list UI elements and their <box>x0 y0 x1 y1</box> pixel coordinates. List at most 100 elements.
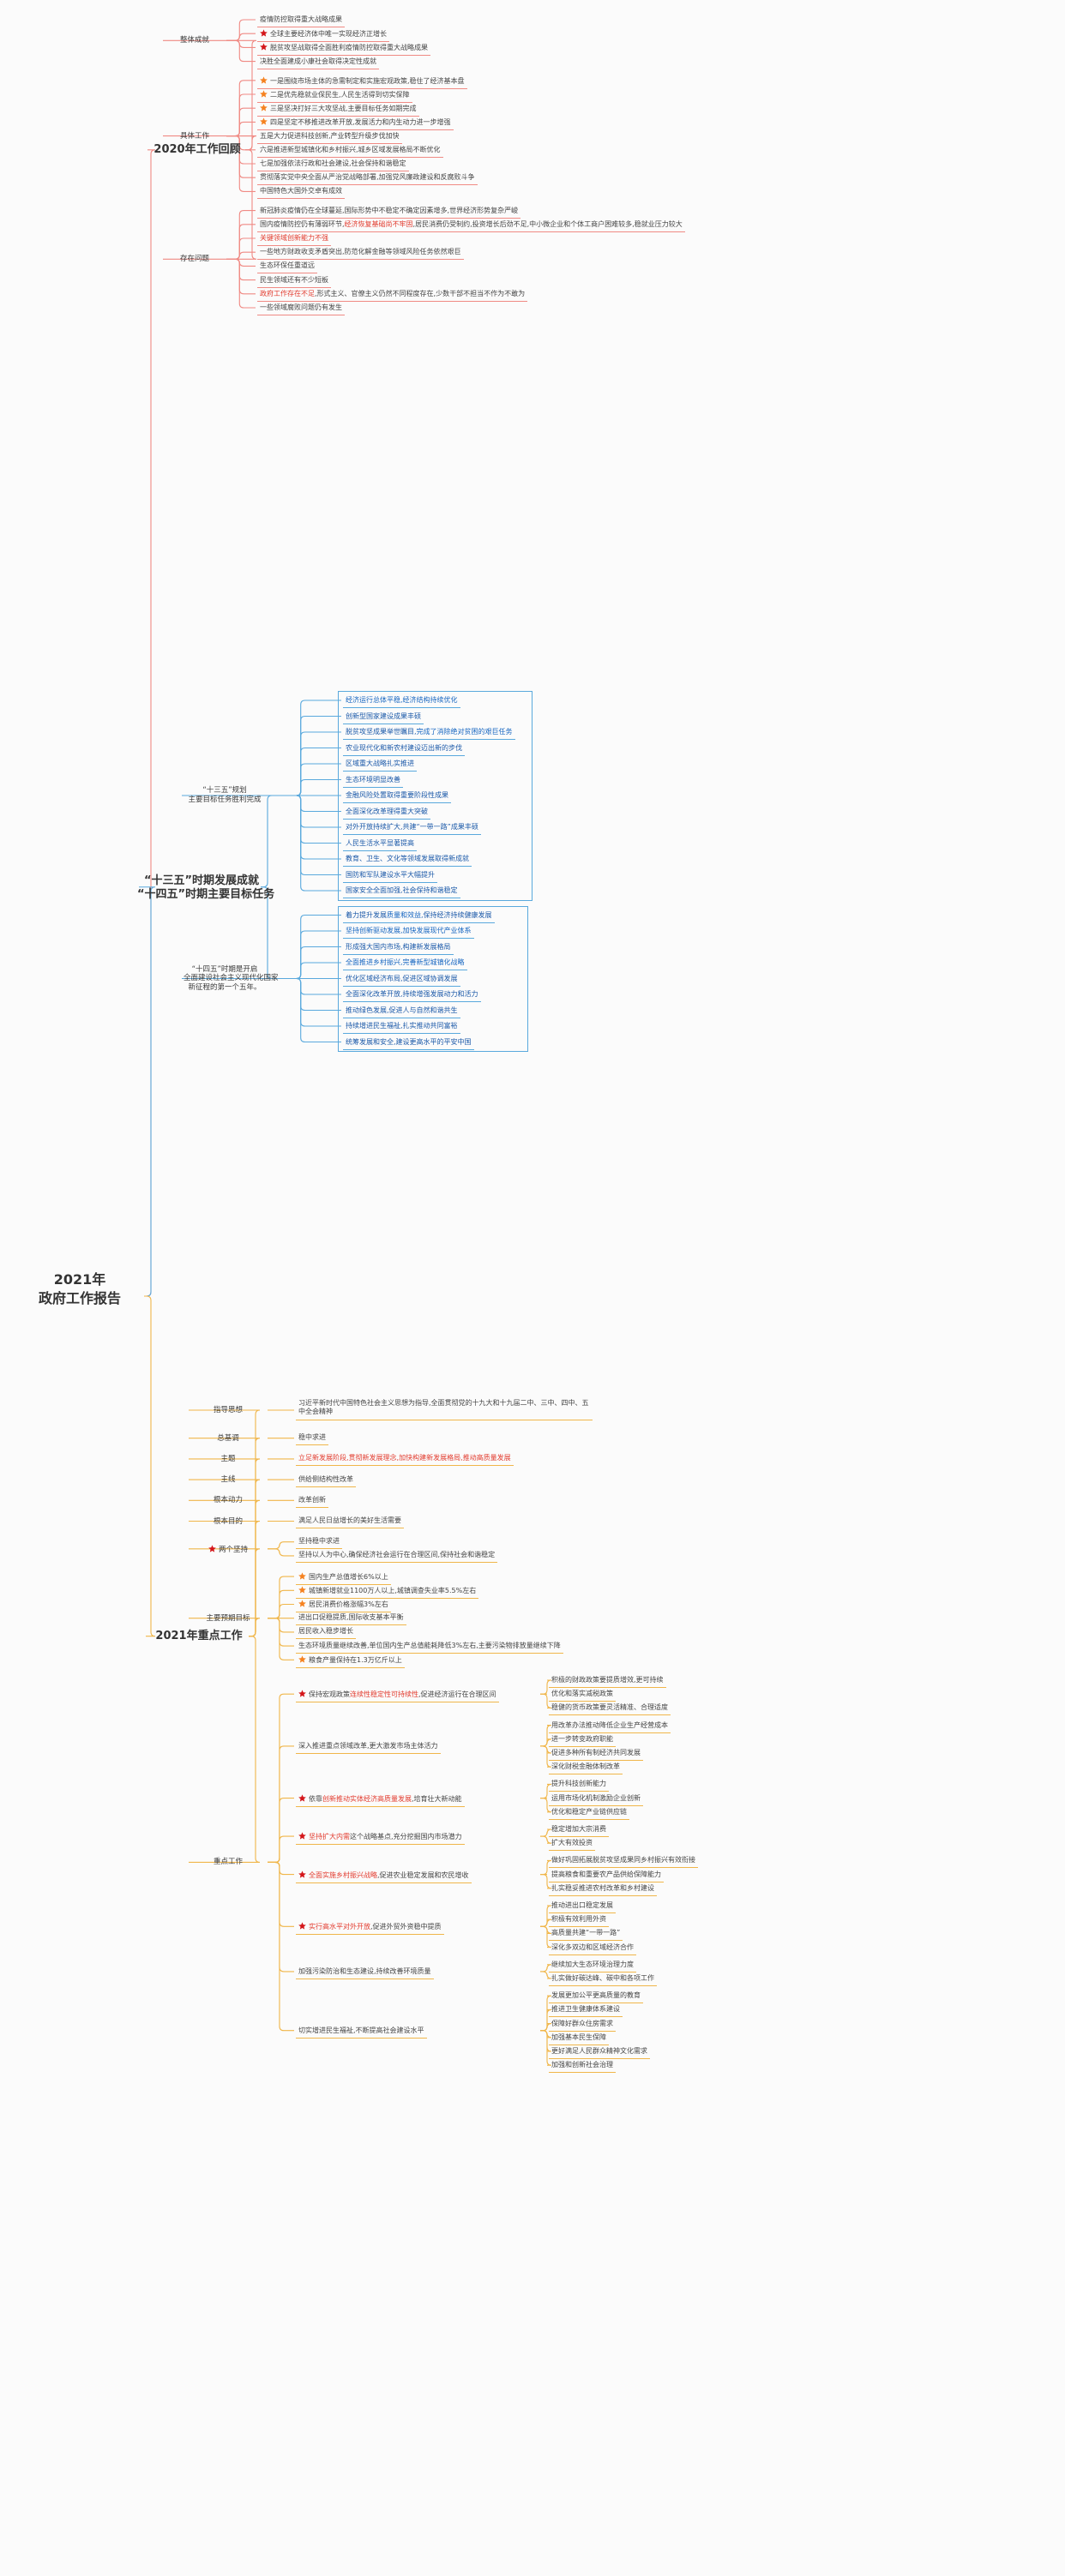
leaf-plans-0-9[interactable]: 人民生活水平显著提高 <box>343 838 417 851</box>
leaf-review2020-1-2[interactable]: 三是坚决打好三大攻坚战,主要目标任务如期完成 <box>257 102 419 117</box>
leaf-key2021-6-0[interactable]: 坚持稳中求进 <box>296 1535 342 1550</box>
leaf-plans-0-1[interactable]: 创新型国家建设成果丰硕 <box>343 711 424 724</box>
leaf-review2020-1-1[interactable]: 二是优先稳就业保民生,人民生活得到切实保障 <box>257 88 412 103</box>
leaf-review2020-2-7[interactable]: 一些领域腐败问题仍有发生 <box>257 302 345 315</box>
leaf-review2020-0-2[interactable]: 脱贫攻坚战取得全面胜利疫情防控取得重大战略成果 <box>257 41 430 57</box>
leaf-key2021-7-1[interactable]: 城镇新增就业1100万人以上,城镇调查失业率5.5%左右 <box>296 1584 479 1599</box>
subleaf-key2021-8-0-0[interactable]: 积极的财政政策要提质增效,更可持续 <box>549 1674 666 1688</box>
leaf-review2020-1-0[interactable]: 一是围绕市场主体的急需制定和实施宏观政策,稳住了经济基本盘 <box>257 75 467 89</box>
leaf-key2021-8-6[interactable]: 加强污染防治和生态建设,持续改善环境质量 <box>296 1966 434 1979</box>
leaf-key2021-5-0[interactable]: 满足人民日益增长的美好生活需要 <box>296 1515 404 1528</box>
group-label-plans-1[interactable]: “十四五”时期是开启全面建设社会主义现代化国家新征程的第一个五年。 <box>184 965 279 993</box>
leaf-plans-1-6[interactable]: 推动绿色发展,促进人与自然和谐共生 <box>343 1005 460 1018</box>
group-label-review2020-2[interactable]: 存在问题 <box>179 255 209 264</box>
leaf-plans-0-7[interactable]: 全面深化改革理得重大突破 <box>343 806 430 820</box>
branch-title-review2020[interactable]: 2020年工作回顾 <box>153 142 241 156</box>
leaf-review2020-1-4[interactable]: 五是大力促进科技创新,产业转型升级步伐加快 <box>257 130 402 144</box>
subleaf-key2021-8-4-0[interactable]: 做好巩固拓展脱贫攻坚成果同乡村振兴有效衔接 <box>549 1854 698 1869</box>
leaf-plans-0-0[interactable]: 经济运行总体平稳,经济结构持续优化 <box>343 694 460 708</box>
leaf-key2021-8-5[interactable]: 实行高水平对外开放,促进外贸外资稳中提质 <box>296 1920 444 1936</box>
leaf-plans-0-2[interactable]: 脱贫攻坚成果举世瞩目,完成了消除绝对贫困的艰巨任务 <box>343 726 515 740</box>
leaf-key2021-8-2[interactable]: 依靠创新推动实体经济高质量发展,培育壮大新动能 <box>296 1792 465 1807</box>
subleaf-key2021-8-1-1[interactable]: 进一步转变政府职能 <box>549 1733 616 1747</box>
leaf-plans-0-12[interactable]: 国家安全全面加强,社会保持和谐稳定 <box>343 885 460 898</box>
subleaf-key2021-8-1-2[interactable]: 促进多种所有制经济共同发展 <box>549 1747 643 1761</box>
subleaf-key2021-8-1-3[interactable]: 深化财税金融体制改革 <box>549 1761 623 1775</box>
subleaf-key2021-8-4-1[interactable]: 提高粮食和重要农产品供给保障能力 <box>549 1869 664 1882</box>
leaf-review2020-2-4[interactable]: 生态环保任重道远 <box>257 260 317 274</box>
leaf-key2021-4-0[interactable]: 改革创新 <box>296 1494 328 1508</box>
leaf-plans-0-3[interactable]: 农业现代化和新农村建设迈出新的步伐 <box>343 742 465 756</box>
leaf-plans-1-7[interactable]: 持续增进民生福祉,扎实推动共同富裕 <box>343 1020 460 1034</box>
leaf-review2020-2-6[interactable]: 政府工作存在不足,形式主义、官僚主义仍然不同程度存在,少数干部不担当不作为不敢为 <box>257 288 528 302</box>
leaf-plans-0-11[interactable]: 国防和军队建设水平大幅提升 <box>343 869 437 883</box>
subleaf-key2021-8-2-0[interactable]: 提升科技创新能力 <box>549 1778 609 1792</box>
leaf-key2021-8-4[interactable]: 全面实施乡村振兴战略,促进农业稳定发展和农民增收 <box>296 1869 472 1883</box>
leaf-plans-1-3[interactable]: 全面推进乡村振兴,完善新型城镇化战略 <box>343 957 467 970</box>
leaf-review2020-1-8[interactable]: 中国特色大国外交卓有成效 <box>257 185 345 200</box>
leaf-review2020-0-0[interactable]: 疫情防控取得重大战略成果 <box>257 14 345 27</box>
subleaf-key2021-8-3-0[interactable]: 稳定增加大宗消费 <box>549 1823 609 1837</box>
subleaf-key2021-8-0-1[interactable]: 优化和落实减税政策 <box>549 1688 616 1702</box>
leaf-key2021-7-2[interactable]: 居民消费价格涨幅3%左右 <box>296 1598 391 1612</box>
leaf-key2021-6-1[interactable]: 坚持以人为中心,确保经济社会运行在合理区间,保持社会和谐稳定 <box>296 1549 498 1564</box>
leaf-plans-1-8[interactable]: 统筹发展和安全,建设更高水平的平安中国 <box>343 1036 474 1050</box>
subleaf-key2021-8-2-1[interactable]: 运用市场化机制激励企业创新 <box>549 1792 643 1806</box>
group-label-review2020-0[interactable]: 整体成就 <box>179 36 209 45</box>
leaf-plans-0-5[interactable]: 生态环境明显改善 <box>343 774 403 788</box>
leaf-review2020-1-7[interactable]: 贯彻落实党中央全面从严治党战略部署,加强党风廉政建设和反腐败斗争 <box>257 171 478 186</box>
subleaf-key2021-8-7-1[interactable]: 推进卫生健康体系建设 <box>549 2003 623 2018</box>
subleaf-key2021-8-7-3[interactable]: 加强基本民生保障 <box>549 2032 609 2045</box>
leaf-key2021-2-0[interactable]: 立足新发展阶段,贯彻新发展理念,加快构建新发展格局,推动高质量发展 <box>296 1452 514 1467</box>
subleaf-key2021-8-1-0[interactable]: 用改革办法推动降低企业生产经营成本 <box>549 1720 671 1733</box>
subleaf-key2021-8-7-4[interactable]: 更好满足人民群众精神文化需求 <box>549 2045 650 2059</box>
leaf-key2021-0-0[interactable]: 习近平新时代中国特色社会主义思想为指导,全面贯彻党的十九大和十九届二中、三中、四… <box>296 1397 593 1420</box>
leaf-review2020-2-3[interactable]: 一些地方财政收支矛盾突出,防范化解金融等领域风险任务依然艰巨 <box>257 246 464 261</box>
leaf-review2020-1-6[interactable]: 七是加强依法行政和社会建设,社会保持和谐稳定 <box>257 158 409 171</box>
leaf-review2020-1-5[interactable]: 六是推进新型城镇化和乡村振兴,城乡区域发展格局不断优化 <box>257 144 443 158</box>
subleaf-key2021-8-6-1[interactable]: 扎实做好碳达峰、碳中和各项工作 <box>549 1973 657 1986</box>
leaf-review2020-0-3[interactable]: 决胜全面建成小康社会取得决定性成就 <box>257 56 379 69</box>
group-label-key2021-1[interactable]: 总基调 <box>217 1433 239 1443</box>
subleaf-key2021-8-5-3[interactable]: 深化多双边和区域经济合作 <box>549 1942 636 1955</box>
leaf-key2021-1-0[interactable]: 稳中求进 <box>296 1432 328 1446</box>
leaf-plans-1-5[interactable]: 全面深化改革开放,持续增强发展动力和活力 <box>343 988 481 1002</box>
group-label-plans-0[interactable]: “十三五”规划主要目标任务胜利完成 <box>184 786 266 804</box>
leaf-key2021-7-0[interactable]: 国内生产总值增长6%以上 <box>296 1570 391 1585</box>
group-label-key2021-0[interactable]: 指导思想 <box>213 1406 243 1414</box>
leaf-key2021-8-1[interactable]: 深入推进重点领域改革,更大激发市场主体活力 <box>296 1740 441 1754</box>
leaf-key2021-8-0[interactable]: 保持宏观政策连续性稳定性可持续性,促进经济运行在合理区间 <box>296 1688 499 1703</box>
group-label-review2020-1[interactable]: 具体工作 <box>179 131 209 141</box>
leaf-plans-0-4[interactable]: 区域重大战略扎实推进 <box>343 758 417 772</box>
leaf-key2021-7-6[interactable]: 粮食产量保持在1.3万亿斤以上 <box>296 1654 405 1668</box>
group-label-key2021-6[interactable]: 两个坚持 <box>190 1545 266 1555</box>
branch-title-plans[interactable]: “十三五”时期发展成就“十四五”时期主要目标任务 <box>137 874 274 903</box>
subleaf-key2021-8-6-0[interactable]: 继续加大生态环境治理力度 <box>549 1959 636 1973</box>
group-label-key2021-8[interactable]: 重点工作 <box>213 1858 243 1867</box>
leaf-key2021-8-7[interactable]: 切实增进民生福祉,不断提高社会建设水平 <box>296 2025 427 2039</box>
subleaf-key2021-8-5-0[interactable]: 推动进出口稳定发展 <box>549 1900 616 1913</box>
leaf-review2020-0-1[interactable]: 全球主要经济体中唯一实现经济正增长 <box>257 27 389 43</box>
leaf-plans-1-0[interactable]: 着力提升发展质量和效益,保持经济持续健康发展 <box>343 910 495 923</box>
leaf-key2021-7-4[interactable]: 居民收入稳步增长 <box>296 1625 356 1640</box>
leaf-key2021-7-5[interactable]: 生态环境质量继续改善,单位国内生产总值能耗降低3%左右,主要污染物排放量继续下降 <box>296 1640 563 1654</box>
leaf-review2020-2-5[interactable]: 民生领域还有不少短板 <box>257 274 331 288</box>
group-label-key2021-4[interactable]: 根本动力 <box>213 1496 243 1505</box>
subleaf-key2021-8-5-1[interactable]: 积极有效利用外资 <box>549 1913 609 1928</box>
leaf-review2020-2-2[interactable]: 关键领域创新能力不强 <box>257 232 331 246</box>
group-label-key2021-3[interactable]: 主线 <box>220 1475 236 1485</box>
root-node[interactable]: 2021年政府工作报告 <box>15 1270 144 1307</box>
group-label-key2021-7[interactable]: 主要预期目标 <box>206 1613 250 1623</box>
leaf-plans-1-1[interactable]: 坚持创新驱动发展,加快发展现代产业体系 <box>343 925 474 939</box>
leaf-plans-0-8[interactable]: 对外开放持续扩大,共建“一带一路”成果丰硕 <box>343 821 481 835</box>
leaf-review2020-2-0[interactable]: 新冠肺炎疫情仍在全球蔓延,国际形势中不稳定不确定因素增多,世界经济形势复杂严峻 <box>257 205 521 219</box>
subleaf-key2021-8-5-2[interactable]: 高质量共建“一带一路” <box>549 1927 623 1942</box>
branch-title-key2021[interactable]: 2021年重点工作 <box>155 1629 243 1642</box>
leaf-review2020-2-1[interactable]: 国内疫情防控仍有薄弱环节,经济恢复基础尚不牢固,居民消费仍受制约,投资增长后劲不… <box>257 219 685 232</box>
subleaf-key2021-8-0-2[interactable]: 稳健的货币政策要灵活精准、合理适度 <box>549 1702 671 1716</box>
leaf-plans-0-6[interactable]: 金融风险处置取得重要阶段性成果 <box>343 790 451 803</box>
leaf-review2020-1-3[interactable]: 四是坚定不移推进改革开放,发展活力和内生动力进一步增强 <box>257 116 454 131</box>
group-label-key2021-2[interactable]: 主题 <box>220 1454 236 1463</box>
subleaf-key2021-8-4-2[interactable]: 扎实稳妥推进农村改革和乡村建设 <box>549 1882 657 1896</box>
subleaf-key2021-8-7-0[interactable]: 发展更加公平更高质量的教育 <box>549 1990 643 2004</box>
